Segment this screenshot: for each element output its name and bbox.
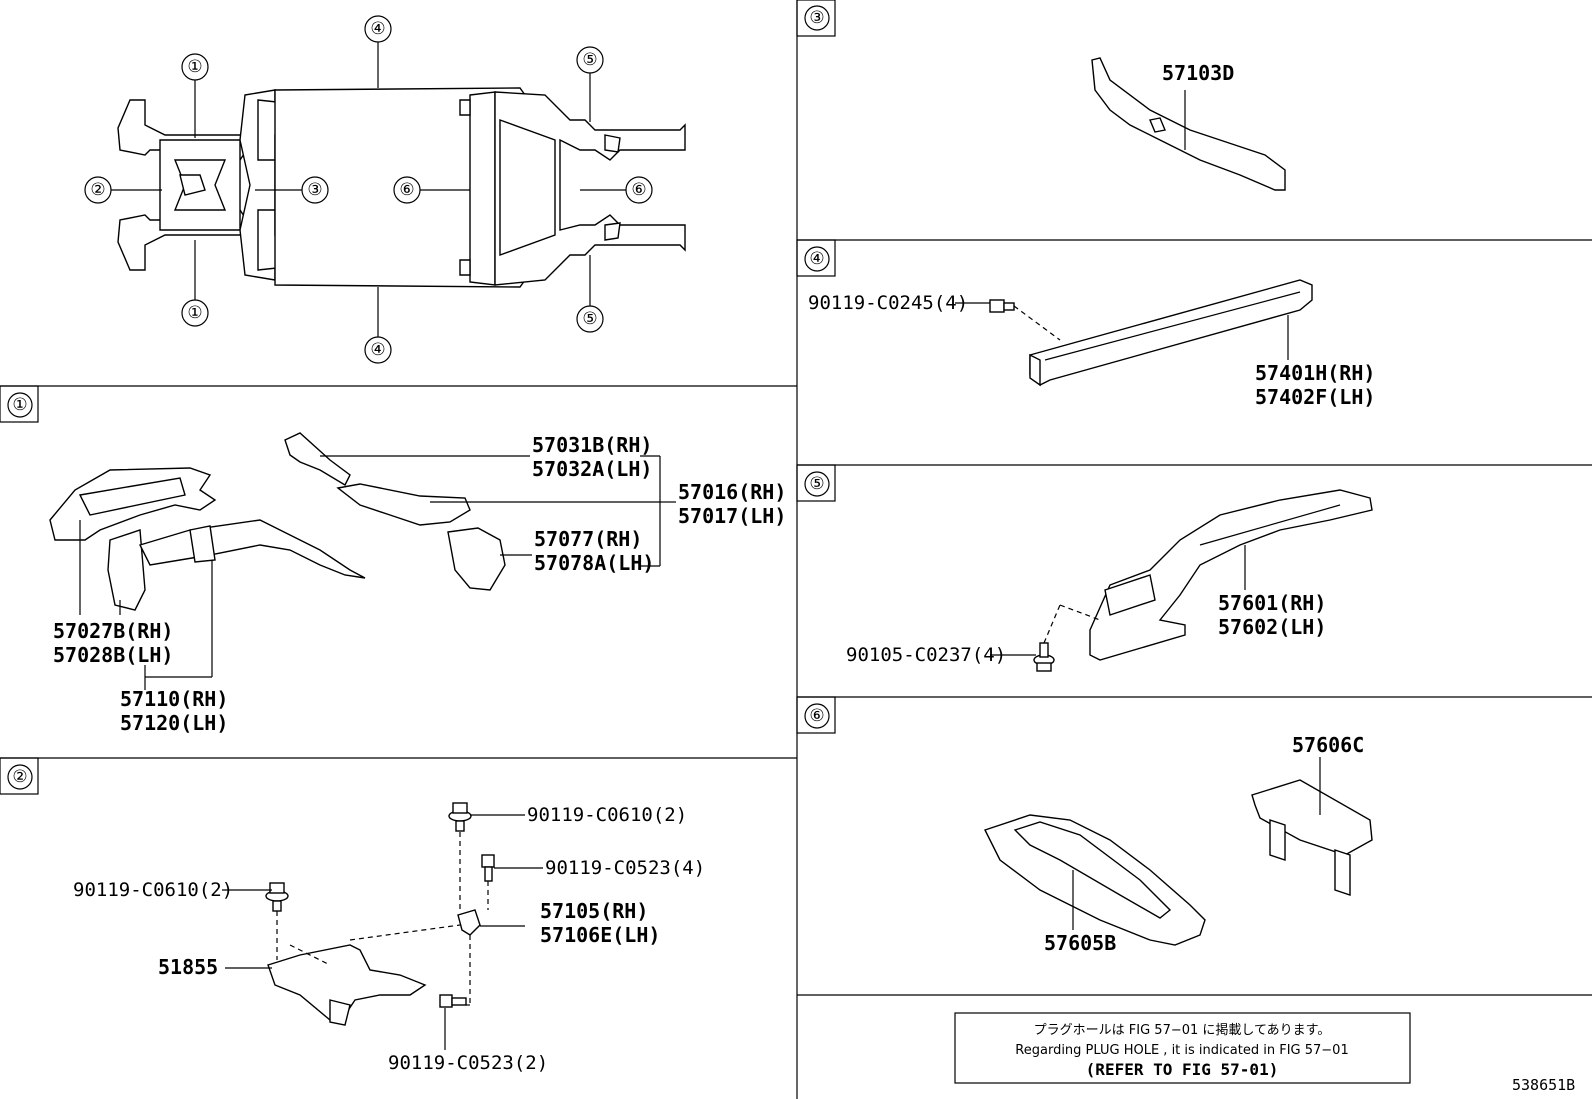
section-5-leaders [990,545,1246,656]
label-57103D: 57103D [1162,61,1234,85]
label-57402F: 57402F(LH) [1255,385,1375,409]
label-57077: 57077(RH) [534,527,642,551]
svg-text:⑤: ⑤ [582,309,597,329]
section-6-leaders [1072,757,1321,930]
section-tag-6: ⑥ [796,696,836,734]
bolt-icon [265,882,289,912]
label-57120: 57120(LH) [120,711,228,735]
section-2-labels: 90119-C0610(2) 90119-C0523(4) 90119-C061… [73,804,705,1074]
section-tag-4: ④ [796,239,836,277]
label-57031B: 57031B(RH) [532,433,652,457]
label-90119-C0523-4: 90119-C0523(4) [545,857,705,879]
bolt-icon [481,854,495,882]
section-1-drawing [49,432,506,611]
svg-text:④: ④ [809,249,824,269]
label-90119-C0245: 90119-C0245(4) [808,292,968,314]
label-57605B: 57605B [1044,931,1116,955]
section-4-drawing [989,279,1313,387]
svg-text:④: ④ [370,19,385,39]
svg-text:②: ② [90,180,105,200]
label-57606C: 57606C [1292,733,1364,757]
bolt-icon [1033,642,1055,672]
label-90119-C0610-a: 90119-C0610(2) [527,804,687,826]
svg-text:①: ① [187,57,202,77]
label-90105-C0237: 90105-C0237(4) [846,644,1006,666]
label-57601: 57601(RH) [1218,591,1326,615]
note-japanese: プラグホールは FIG 57−01 に掲載してあります。 [1034,1022,1331,1038]
note-english: Regarding PLUG HOLE , it is indicated in… [1015,1043,1348,1058]
svg-text:⑤: ⑤ [582,50,597,70]
section-tag-1: ① [0,385,39,423]
label-51855: 51855 [158,955,218,979]
svg-text:⑤: ⑤ [809,474,824,494]
note-reference: (REFER TO FIG 57-01) [1086,1060,1279,1079]
section-1-labels: 57031B(RH) 57032A(LH) 57016(RH) 57017(LH… [53,433,786,735]
section-tag-5: ⑤ [796,464,836,502]
section-3-drawing [1091,57,1286,191]
label-57032A: 57032A(LH) [532,457,652,481]
section-tag-2: ② [0,757,39,795]
label-57078A: 57078A(LH) [534,551,654,575]
overview-callouts: ④ ① ② ③ ⑥ ⑥ ⑤ ① ④ ⑤ [84,15,653,364]
svg-text:⑥: ⑥ [399,180,414,200]
label-57106E: 57106E(LH) [540,923,660,947]
svg-text:③: ③ [307,180,322,200]
svg-text:②: ② [12,767,27,787]
label-90119-C0523-2: 90119-C0523(2) [388,1052,548,1074]
bolt-icon [989,299,1015,313]
section-tag-3: ③ [796,0,836,37]
svg-text:①: ① [187,303,202,323]
label-57028B: 57028B(LH) [53,643,173,667]
section-2-leaders [222,814,543,1050]
label-57105: 57105(RH) [540,899,648,923]
figure-id: 538651B [1512,1076,1575,1094]
svg-text:①: ① [12,395,27,415]
label-90119-C0610-b: 90119-C0610(2) [73,879,233,901]
svg-text:④: ④ [370,340,385,360]
chassis-overview [117,87,686,288]
section-1-leaders [79,455,676,690]
section-6-drawing [984,779,1373,946]
section-4-leaders [955,302,1289,360]
svg-text:⑥: ⑥ [809,706,824,726]
label-57602: 57602(LH) [1218,615,1326,639]
svg-text:③: ③ [809,8,824,28]
bolt-icon [448,802,472,832]
bolt-icon [439,994,467,1008]
svg-text:⑥: ⑥ [631,180,646,200]
section-5-drawing [1033,489,1373,672]
label-57017: 57017(LH) [678,504,786,528]
plug-hole-note: プラグホールは FIG 57−01 に掲載してあります。 Regarding P… [954,1012,1411,1084]
label-57110: 57110(RH) [120,687,228,711]
label-57016: 57016(RH) [678,480,786,504]
label-57027B: 57027B(RH) [53,619,173,643]
section-2-drawing [265,802,495,1026]
label-57401H: 57401H(RH) [1255,361,1375,385]
